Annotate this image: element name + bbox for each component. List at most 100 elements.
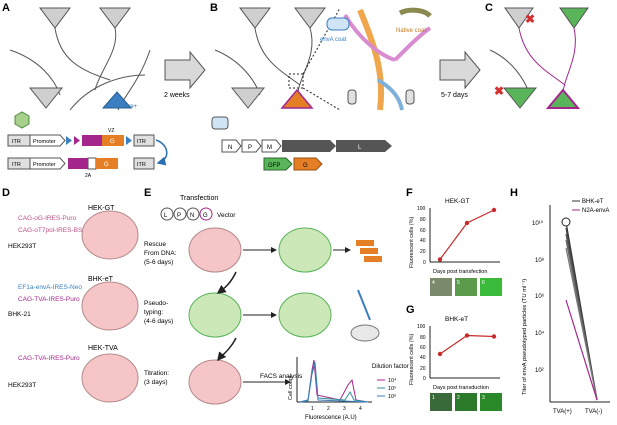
svg-text:Pseudo-: Pseudo- xyxy=(144,300,168,307)
svg-text:80: 80 xyxy=(420,217,426,223)
svg-text:BHK-21: BHK-21 xyxy=(8,311,31,318)
aav-construct-1: ITR Promoter G ITR VZ xyxy=(7,128,155,147)
panel-c: C ✖ ✖ xyxy=(485,2,589,109)
svg-text:G: G xyxy=(203,213,208,219)
svg-text:1: 1 xyxy=(432,395,435,401)
svg-text:EF1a-envA-IRES-Neo: EF1a-envA-IRES-Neo xyxy=(18,284,82,291)
svg-text:2 weeks: 2 weeks xyxy=(164,92,190,99)
svg-text:Titer of envA pseudotyped part: Titer of envA pseudotyped particles (TU … xyxy=(522,279,528,395)
svg-text:4: 4 xyxy=(359,406,362,412)
panel-b-neurons xyxy=(214,7,326,109)
svg-text:P: P xyxy=(248,145,252,151)
dish-pseudotyping-1 xyxy=(188,292,242,338)
svg-text:1: 1 xyxy=(311,406,314,412)
svg-text:ITR: ITR xyxy=(12,139,21,145)
titer-mean-marker xyxy=(561,217,571,227)
aav-particle-icon xyxy=(14,111,30,129)
panel-g-letter: G xyxy=(406,304,415,316)
svg-text:10⁶: 10⁶ xyxy=(388,393,396,400)
svg-text:Cell count: Cell count xyxy=(288,375,294,400)
chart-f-series xyxy=(437,207,497,262)
hek-gt-line xyxy=(439,209,495,260)
native-coat-label: Native coat xyxy=(396,28,426,34)
arrow-5-7-days: 5-7 days xyxy=(439,50,481,99)
panel-b-letter: B xyxy=(210,2,218,14)
svg-text:CAG-TVA-IRES-Puro: CAG-TVA-IRES-Puro xyxy=(18,355,80,362)
panel-e-letter: E xyxy=(144,187,151,199)
hek-gt-point xyxy=(491,207,497,213)
svg-text:80: 80 xyxy=(420,335,426,341)
svg-text:L: L xyxy=(164,213,168,219)
bhk-et-point xyxy=(464,333,470,338)
svg-text:40: 40 xyxy=(420,238,426,244)
svg-text:Days post transfection: Days post transfection xyxy=(433,269,487,275)
svg-text:6: 6 xyxy=(482,280,485,286)
svg-text:Dilution factor: Dilution factor xyxy=(372,364,409,370)
starter-neuron xyxy=(280,88,314,109)
bhk-et-point xyxy=(437,351,443,357)
svg-text:10⁵: 10⁵ xyxy=(388,385,396,392)
svg-text:FACS analysis: FACS analysis xyxy=(260,373,303,380)
panel-h-letter: H xyxy=(510,187,518,199)
svg-text:2: 2 xyxy=(457,395,460,401)
native-virus-icon xyxy=(398,7,432,18)
svg-text:100: 100 xyxy=(417,206,426,212)
thumbs-g: 1 2 3 xyxy=(430,393,502,411)
particle-1 xyxy=(347,89,357,105)
svg-text:From DNA:: From DNA: xyxy=(144,250,177,257)
svg-text:G: G xyxy=(104,162,109,168)
svg-text:10¹⁰: 10¹⁰ xyxy=(532,220,544,227)
svg-text:20: 20 xyxy=(420,366,426,372)
svg-text:ITR: ITR xyxy=(137,139,146,145)
svg-text:Fluorescent cells (%): Fluorescent cells (%) xyxy=(409,333,415,385)
cre-neuron xyxy=(101,91,133,109)
blocked-cross-1: ✖ xyxy=(525,12,535,26)
bhk-et-point xyxy=(491,334,497,339)
svg-text:N: N xyxy=(190,213,194,219)
mouse-injection-icon xyxy=(350,289,380,342)
svg-text:5-7 days: 5-7 days xyxy=(441,92,468,99)
panel-h: H Titer of envA pseudotyped particles (T… xyxy=(510,187,610,415)
svg-text:ITR: ITR xyxy=(12,162,21,168)
bhk-et-line xyxy=(439,334,495,355)
dish-bhk-et xyxy=(81,281,139,331)
svg-text:Vector: Vector xyxy=(217,212,236,219)
svg-text:0: 0 xyxy=(423,260,426,266)
svg-text:L: L xyxy=(358,145,362,151)
svg-text:CAG-TVA-IRES-Puro: CAG-TVA-IRES-Puro xyxy=(18,296,80,303)
plasmid-p: P xyxy=(173,207,187,221)
chart-g-series xyxy=(437,333,497,357)
svg-text:Rescue: Rescue xyxy=(144,241,166,248)
svg-text:2A: 2A xyxy=(85,173,92,179)
panel-b: B envA coat Native coat xyxy=(210,2,432,171)
dish-pseudotyping-2 xyxy=(278,292,332,338)
svg-text:Days post transduction: Days post transduction xyxy=(433,385,489,391)
svg-text:0: 0 xyxy=(423,376,426,382)
svg-text:HEK-TVA: HEK-TVA xyxy=(88,345,118,352)
aav-construct-2: ITR Promoter G ITR 2A xyxy=(7,157,155,179)
cre-label: Cre+ xyxy=(124,104,138,110)
rabies-genome: N P M L GFP G xyxy=(211,116,392,171)
svg-text:Transfection: Transfection xyxy=(180,195,218,202)
svg-text:BHK-eT: BHK-eT xyxy=(445,316,468,323)
envA-coat-label: envA coat xyxy=(320,37,347,43)
facs-histogram: Cell count Fluorescence (A.U) 1 2 3 4 Di… xyxy=(288,357,409,421)
svg-text:N2A-envA: N2A-envA xyxy=(582,208,609,214)
svg-text:BHK-eT: BHK-eT xyxy=(582,199,604,205)
panel-d-letter: D xyxy=(2,187,10,199)
svg-text:(3 days): (3 days) xyxy=(144,379,167,386)
svg-text:4: 4 xyxy=(432,280,435,286)
svg-text:(5-6 days): (5-6 days) xyxy=(144,259,173,266)
svg-text:P: P xyxy=(177,213,181,219)
svg-text:G: G xyxy=(303,163,308,169)
svg-text:3: 3 xyxy=(343,406,346,412)
blocked-cross-2: ✖ xyxy=(494,84,504,98)
panel-c-letter: C xyxy=(485,2,493,14)
svg-text:(4-6 days): (4-6 days) xyxy=(144,318,173,325)
svg-text:G: G xyxy=(110,139,115,145)
dish-rescue-2 xyxy=(278,227,332,273)
plasmid-n: N xyxy=(186,207,200,221)
svg-text:GFP: GFP xyxy=(268,163,280,169)
svg-text:VZ: VZ xyxy=(108,128,114,134)
